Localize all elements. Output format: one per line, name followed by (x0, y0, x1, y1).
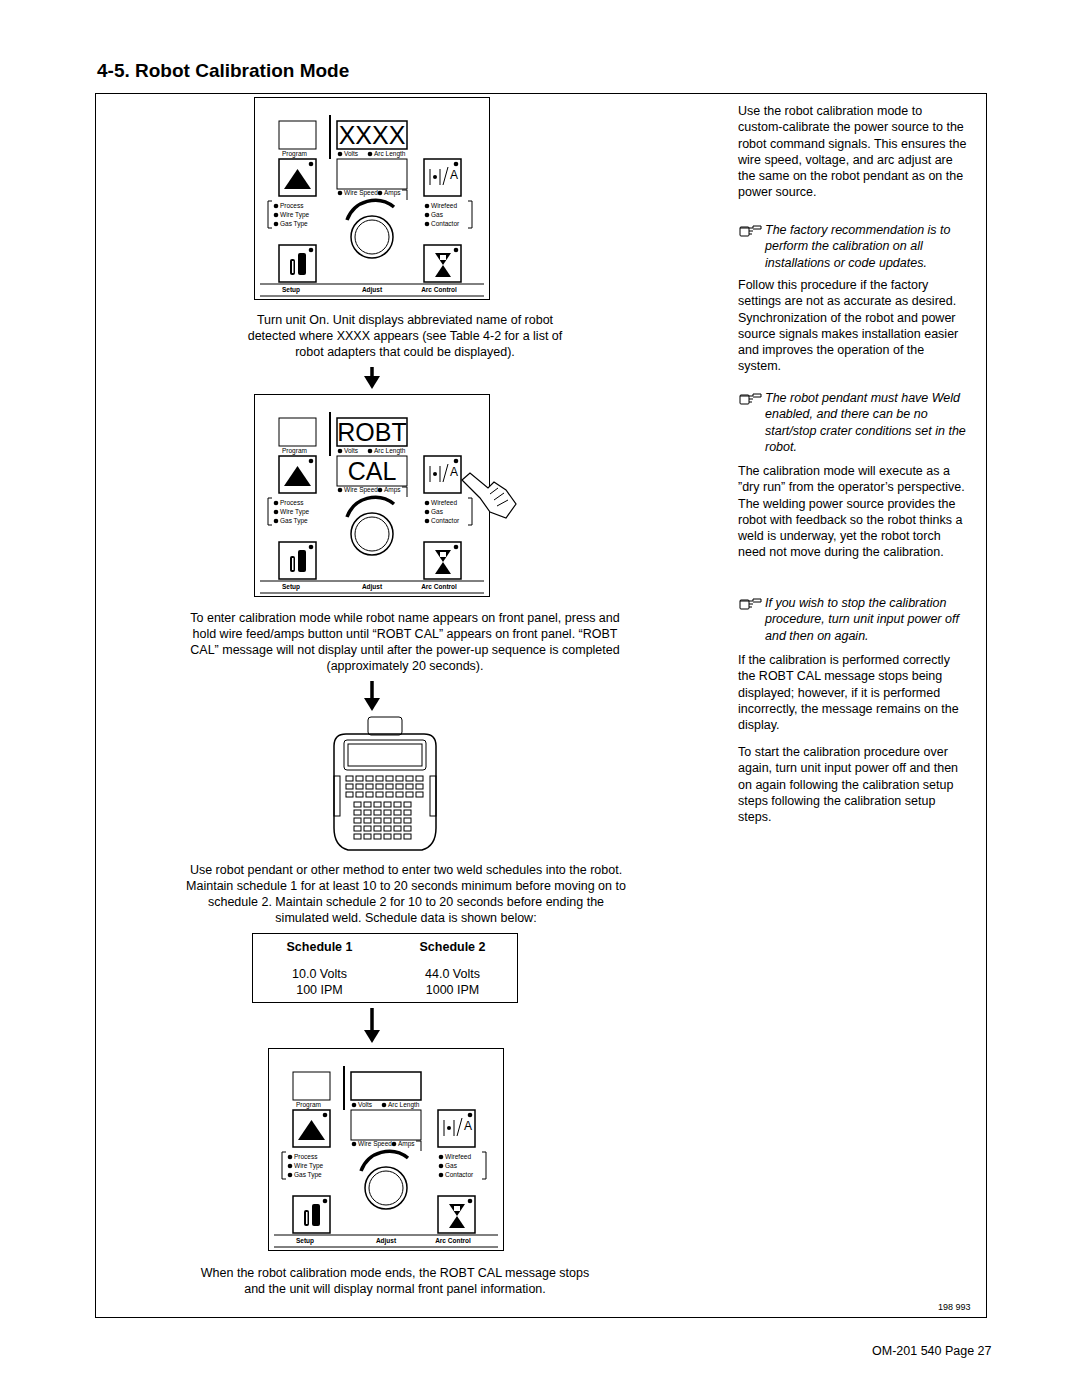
led-label: Gas Type (280, 220, 308, 228)
table-cell: 44.0 Volts (386, 967, 519, 982)
program-label: Program (296, 1101, 321, 1109)
led-label: Wire Speed (344, 486, 378, 494)
body-paragraph: Use the robot calibration mode to custom… (738, 103, 970, 201)
table-cell: 100 IPM (253, 983, 386, 998)
step-caption: Turn unit On. Unit displays abbreviated … (232, 312, 578, 360)
led-label: Volts (344, 447, 358, 455)
led-label: Wire Type (280, 211, 309, 219)
led-label: Gas (431, 508, 443, 516)
led-label: Process (280, 499, 303, 507)
led-label: Amps (384, 189, 401, 197)
panel-footer: Arc Control (423, 1237, 483, 1245)
led-label: Volts (344, 150, 358, 158)
body-paragraph: To start the calibration procedure over … (738, 744, 970, 825)
note-icon (739, 392, 763, 406)
panel-footer: Arc Control (409, 583, 469, 591)
panel-footer: Setup (282, 286, 300, 294)
body-paragraph: Follow this procedure if the factory set… (738, 277, 970, 375)
front-panel-illustration (268, 1048, 504, 1251)
program-label: Program (282, 150, 307, 158)
flow-arrow (364, 681, 380, 711)
display-text: ROBT (337, 418, 407, 446)
table-cell: 10.0 Volts (253, 967, 386, 982)
led-label: Arc Length (388, 1101, 419, 1109)
panel-footer: Adjust (356, 1237, 416, 1245)
led-label: Process (280, 202, 303, 210)
page-title: 4-5. Robot Calibration Mode (97, 60, 349, 83)
table-header: Schedule 2 (386, 940, 519, 955)
flow-arrow (364, 1008, 380, 1043)
led-label: Amps (384, 486, 401, 494)
robot-pendant-illustration (330, 716, 440, 852)
led-label: Amps (398, 1140, 415, 1148)
led-label: Arc Length (374, 447, 405, 455)
button-letter: A (464, 1119, 472, 1133)
led-label: Volts (358, 1101, 372, 1109)
display-text: CAL (337, 456, 407, 486)
note-icon (739, 597, 763, 611)
panel-step: ROBT CAL Program Volts Arc LengthA Wire Speed… (185, 394, 625, 676)
led-label: Gas (445, 1162, 457, 1170)
led-label: Wirefeed (445, 1153, 471, 1161)
led-label: Wirefeed (431, 202, 457, 210)
led-label: Wire Type (294, 1162, 323, 1170)
led-label: Gas (431, 211, 443, 219)
button-letter: A (450, 465, 458, 479)
body-paragraph: The calibration mode will execute as a ”… (738, 463, 970, 561)
panel-footer: Arc Control (409, 286, 469, 294)
flow-arrow (364, 367, 380, 389)
led-label: Contactor (431, 220, 459, 228)
display-text: XXXX (337, 121, 407, 149)
program-label: Program (282, 447, 307, 455)
led-label: Wire Speed (344, 189, 378, 197)
page-footer: OM-201 540 Page 27 (872, 1343, 992, 1359)
table-cell: 1000 IPM (386, 983, 519, 998)
led-label: Wirefeed (431, 499, 457, 507)
led-label: Gas Type (280, 517, 308, 525)
figure-number: 198 993 (938, 1299, 971, 1315)
led-label: Wire Type (280, 508, 309, 516)
led-label: Contactor (431, 517, 459, 525)
note-text: The robot pendant must have Weld enabled… (765, 390, 970, 455)
step-caption: Use robot pendant or other method to ent… (180, 862, 632, 926)
led-label: Contactor (445, 1171, 473, 1179)
body-paragraph: If the calibration is performed correctl… (738, 652, 970, 733)
button-letter: A (450, 168, 458, 182)
panel-step: Program Volts Arc LengthA Wire Speed AmpsPro… (190, 1048, 600, 1299)
pendant-step: Use robot pendant or other method to ent… (180, 716, 632, 928)
panel-footer: Setup (296, 1237, 314, 1245)
led-label: Wire Speed (358, 1140, 392, 1148)
note-icon (739, 224, 763, 238)
schedule-table: Schedule 1Schedule 210.0 Volts44.0 Volts… (252, 933, 518, 1003)
panel-step: XXXX Program Volts Arc LengthA Wire Speed Amp… (232, 97, 578, 362)
table-header: Schedule 1 (253, 940, 386, 955)
led-label: Process (294, 1153, 317, 1161)
led-label: Arc Length (374, 150, 405, 158)
note-text: The factory recommendation is to perform… (765, 222, 970, 271)
panel-footer: Setup (282, 583, 300, 591)
panel-footer: Adjust (342, 583, 402, 591)
note-text: If you wish to stop the calibration proc… (765, 595, 970, 644)
led-label: Gas Type (294, 1171, 322, 1179)
step-caption: To enter calibration mode while robot na… (185, 610, 625, 674)
panel-footer: Adjust (342, 286, 402, 294)
step-caption: When the robot calibration mode ends, th… (190, 1265, 600, 1297)
